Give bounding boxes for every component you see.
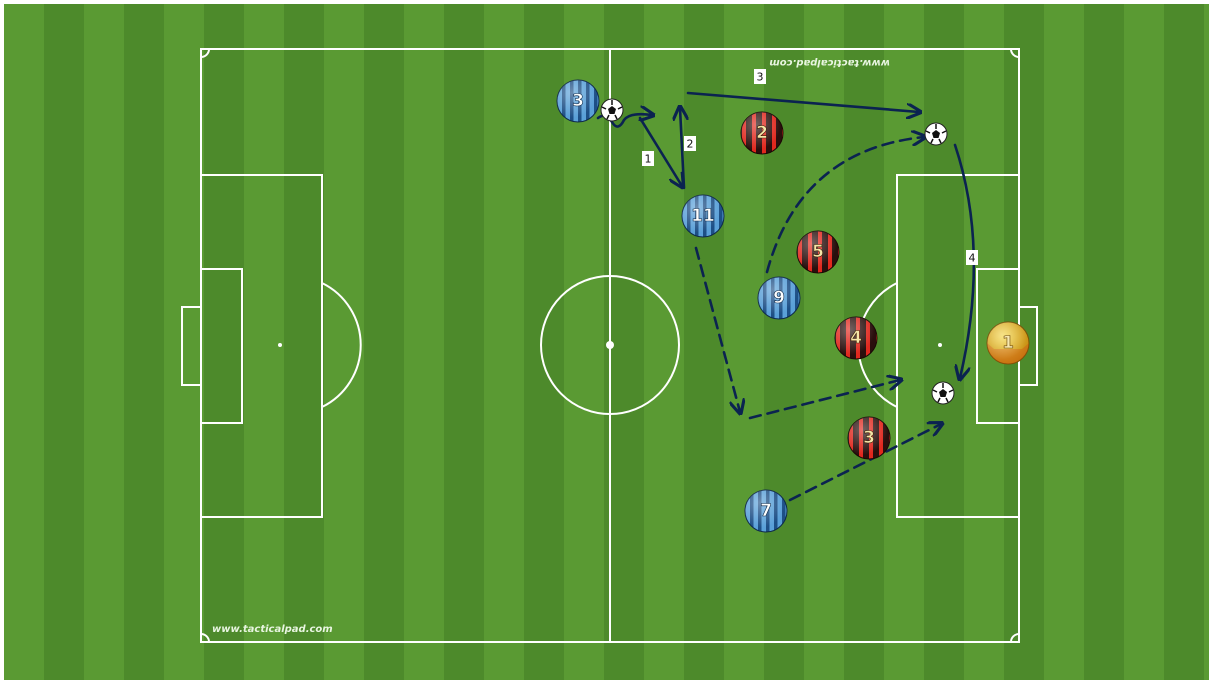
defender-4[interactable]: 4 xyxy=(835,317,877,359)
grass-stripe xyxy=(284,4,324,680)
attacker-9-number: 9 xyxy=(773,288,785,308)
grass-stripe xyxy=(1084,4,1124,680)
defender-3-number: 3 xyxy=(863,428,875,448)
attacker-11[interactable]: 11 xyxy=(682,195,724,237)
defender-2-number: 2 xyxy=(756,123,768,143)
ball-icon xyxy=(601,99,623,121)
ball-icon xyxy=(925,123,947,145)
svg-text:1: 1 xyxy=(645,153,652,166)
grass-stripes xyxy=(44,4,1204,680)
defender-4-number: 4 xyxy=(850,328,862,348)
step-label-2: 2 xyxy=(684,136,696,151)
grass-stripe xyxy=(124,4,164,680)
svg-text:3: 3 xyxy=(757,71,764,84)
svg-text:4: 4 xyxy=(969,252,976,265)
attacker-7-number: 7 xyxy=(760,501,772,521)
grass-stripe xyxy=(684,4,724,680)
defender-3[interactable]: 3 xyxy=(848,417,890,459)
attacker-7[interactable]: 7 xyxy=(745,490,787,532)
attacker-3[interactable]: 3 xyxy=(557,80,599,122)
grass-stripe xyxy=(764,4,804,680)
right-penalty-spot xyxy=(938,343,942,347)
grass-stripe xyxy=(444,4,484,680)
defender-2[interactable]: 2 xyxy=(741,112,783,154)
defender-5[interactable]: 5 xyxy=(797,231,839,273)
step-label-4: 4 xyxy=(966,250,978,265)
left-penalty-spot xyxy=(278,343,282,347)
goalkeeper-number: 1 xyxy=(1002,333,1014,353)
ball-icon xyxy=(932,382,954,404)
attacker-3-number: 3 xyxy=(572,91,584,111)
step-label-1: 1 xyxy=(642,151,654,166)
grass-stripe xyxy=(1164,4,1204,680)
grass-stripe xyxy=(364,4,404,680)
attacker-9[interactable]: 9 xyxy=(758,277,800,319)
defender-5-number: 5 xyxy=(812,242,824,262)
goalkeeper-1[interactable]: 1 xyxy=(987,322,1029,364)
step-label-3: 3 xyxy=(754,69,766,84)
svg-text:2: 2 xyxy=(687,138,694,151)
grass-stripe xyxy=(924,4,964,680)
grass-stripe xyxy=(44,4,84,680)
watermark-top: www.tacticalpad.com xyxy=(769,57,890,68)
center-spot xyxy=(606,341,614,349)
grass-stripe xyxy=(204,4,244,680)
watermark-bottom: www.tacticalpad.com xyxy=(212,624,333,635)
attacker-11-number: 11 xyxy=(691,206,715,226)
